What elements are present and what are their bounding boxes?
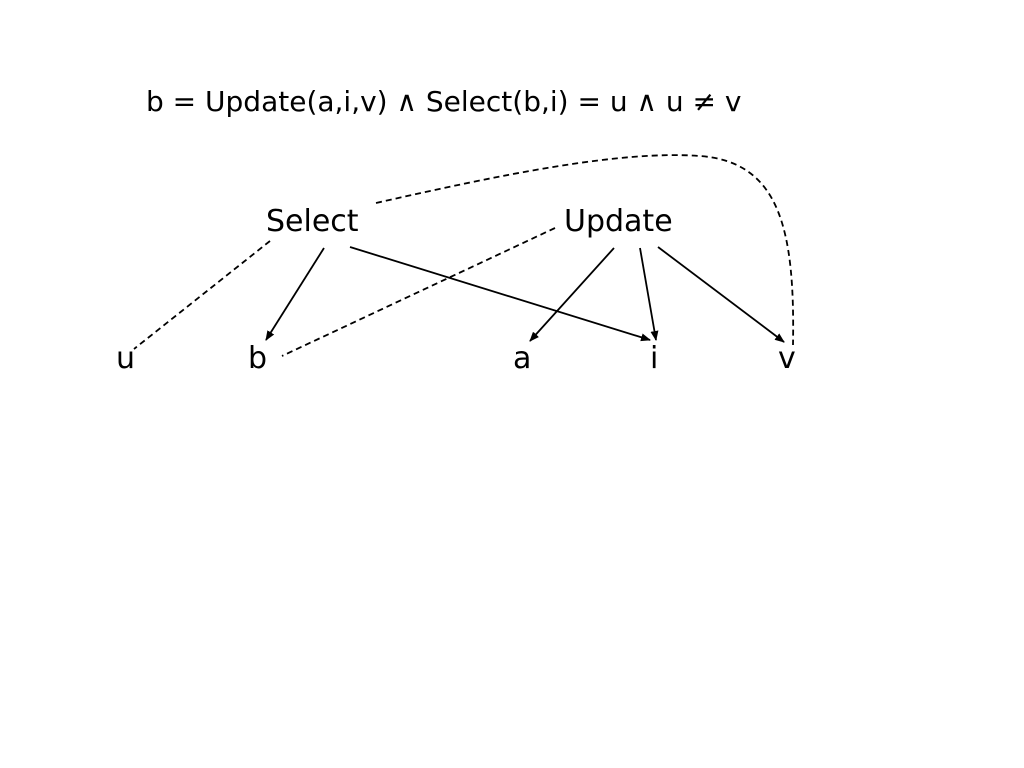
edge-select-to-i bbox=[349, 246, 651, 342]
node-u: u bbox=[116, 341, 136, 376]
edge-update-to-i bbox=[639, 247, 659, 341]
edge-select-to-u-dashed bbox=[133, 240, 271, 350]
edge-select-to-b bbox=[265, 247, 325, 341]
formula: b = Update(a,i,v) ∧ Select(b,i) = u ∧ u … bbox=[146, 85, 742, 118]
node-b: b bbox=[248, 341, 268, 376]
edge-update-to-a bbox=[529, 247, 615, 342]
node-select: Select bbox=[266, 204, 359, 239]
node-a: a bbox=[513, 341, 532, 376]
edge-update-to-b-dashed bbox=[281, 227, 556, 357]
edge-update-to-v bbox=[657, 246, 785, 343]
node-update: Update bbox=[564, 204, 673, 239]
node-i: i bbox=[650, 341, 659, 376]
node-v: v bbox=[778, 341, 796, 376]
edge-select-to-v-dashed-curve bbox=[375, 154, 795, 346]
